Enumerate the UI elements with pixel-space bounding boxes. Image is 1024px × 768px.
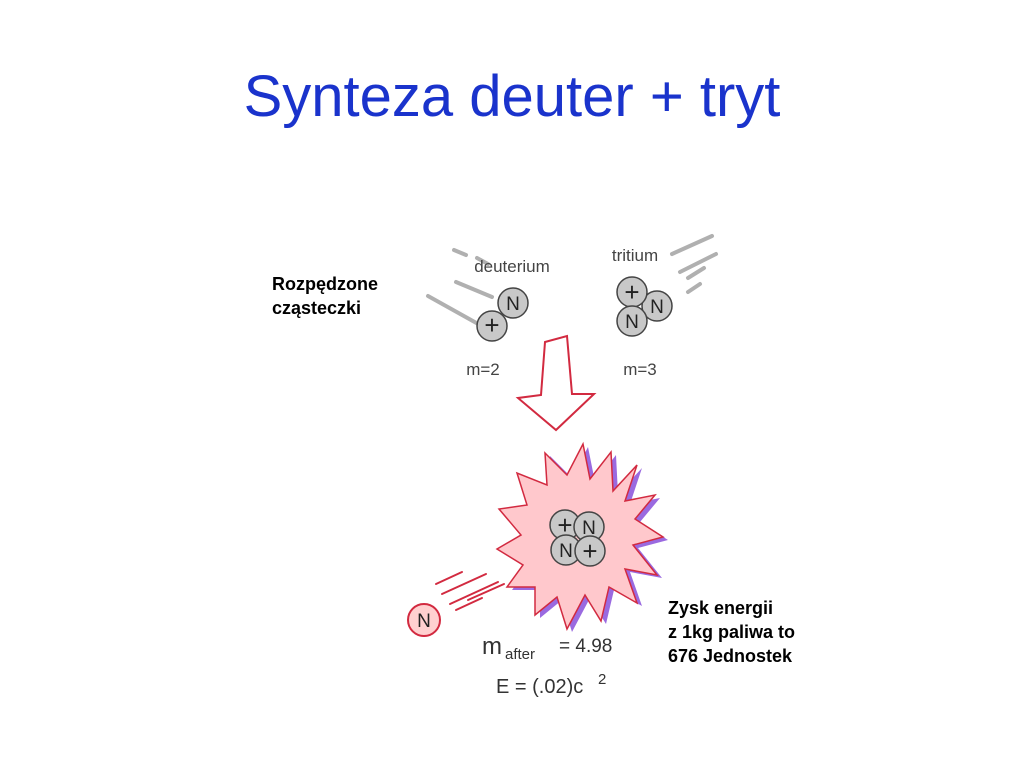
- svg-text:N: N: [582, 518, 596, 539]
- deuterium-nucleus: N +: [476, 287, 529, 342]
- note-line: z 1kg paliwa to: [668, 622, 796, 642]
- neutron: N: [497, 287, 529, 319]
- svg-text:N: N: [650, 297, 664, 318]
- helium-nucleus: + N N +: [549, 509, 606, 567]
- accelerated-particles-note: Rozpędzone cząsteczki: [272, 272, 378, 320]
- svg-text:+: +: [624, 277, 639, 307]
- mass-after-subscript: after: [505, 646, 535, 663]
- proton: +: [574, 535, 606, 567]
- proton: +: [549, 509, 581, 541]
- svg-text:N: N: [625, 312, 639, 333]
- svg-text:N: N: [417, 611, 431, 632]
- note-line: Rozpędzone: [272, 274, 378, 294]
- proton: +: [616, 276, 648, 308]
- neutron: N: [641, 290, 673, 322]
- energy-exponent: 2: [598, 671, 606, 688]
- energy-gain-note: Zysk energii z 1kg paliwa to 676 Jednost…: [668, 596, 795, 668]
- neutron: N: [616, 305, 648, 337]
- neutron-motion-streaks: [435, 571, 505, 611]
- svg-text:+: +: [582, 536, 597, 566]
- svg-text:+: +: [557, 510, 572, 540]
- tritium-nucleus: N + N: [616, 276, 673, 337]
- slide-title: Synteza deuter + tryt: [243, 64, 781, 129]
- deuterium-mass-label: m=2: [466, 360, 500, 379]
- svg-text:N: N: [559, 541, 573, 562]
- deuterium-label: deuterium: [474, 257, 550, 276]
- svg-text:N: N: [506, 294, 520, 315]
- mass-after-value: = 4.98: [559, 636, 612, 657]
- free-neutron: N: [407, 603, 441, 637]
- tritium-mass-label: m=3: [623, 360, 657, 379]
- note-line: 676 Jednostek: [668, 646, 793, 666]
- neutron: N: [573, 511, 605, 543]
- svg-text:+: +: [484, 310, 499, 340]
- tritium-label: tritium: [612, 246, 658, 265]
- deuterium-motion-streaks: [426, 248, 494, 327]
- tritium-motion-streaks: [670, 234, 718, 294]
- energy-formula: E = (.02)c: [496, 676, 583, 698]
- neutron: N: [550, 534, 582, 566]
- reaction-arrow-icon: [515, 334, 597, 432]
- proton: +: [476, 310, 508, 342]
- mass-after-symbol: m: [482, 633, 502, 660]
- note-line: cząsteczki: [272, 298, 362, 318]
- note-line: Zysk energii: [668, 598, 774, 618]
